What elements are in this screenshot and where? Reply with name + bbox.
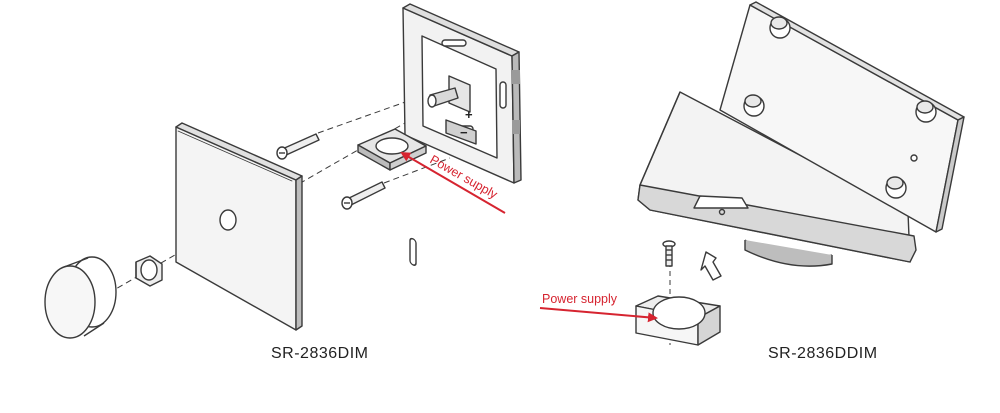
power-supply-arrow-right	[539, 307, 658, 323]
screw-upper	[276, 133, 320, 160]
power-supply-arrow-left	[400, 151, 506, 214]
frame-slot-top	[441, 39, 467, 47]
power-supply-label-right: Power supply	[542, 292, 618, 306]
rubber-foot-1	[769, 16, 791, 39]
front-panel	[175, 122, 303, 331]
model-label-left: SR-2836DIM	[271, 345, 369, 362]
rubber-foot-4	[885, 176, 907, 199]
power-supply-module-right	[635, 295, 721, 346]
base-screw	[662, 240, 676, 267]
knob-adapter-nut	[135, 255, 163, 287]
screw-axis-line-lower	[383, 157, 451, 184]
frame-slot-right	[499, 81, 507, 109]
polarity-plus-mark: +	[465, 107, 473, 122]
panel-shaft-hole	[219, 209, 237, 231]
mounting-frame	[402, 3, 522, 266]
screw-lower	[341, 181, 386, 210]
tilted-top-plate	[719, 1, 965, 233]
sr-2836ddim-exploded-view	[635, 1, 965, 346]
polarity-minus-mark: −	[460, 125, 468, 140]
insert-direction-arrow	[700, 251, 722, 281]
rotary-knob	[44, 256, 117, 339]
model-label-right: SR-2836DDIM	[768, 345, 878, 362]
rubber-foot-3	[915, 100, 937, 123]
base-bracket	[637, 91, 917, 267]
rubber-foot-2	[743, 94, 765, 117]
frame-slot-left	[409, 237, 417, 266]
sr-2836dim-exploded-view	[44, 3, 522, 339]
